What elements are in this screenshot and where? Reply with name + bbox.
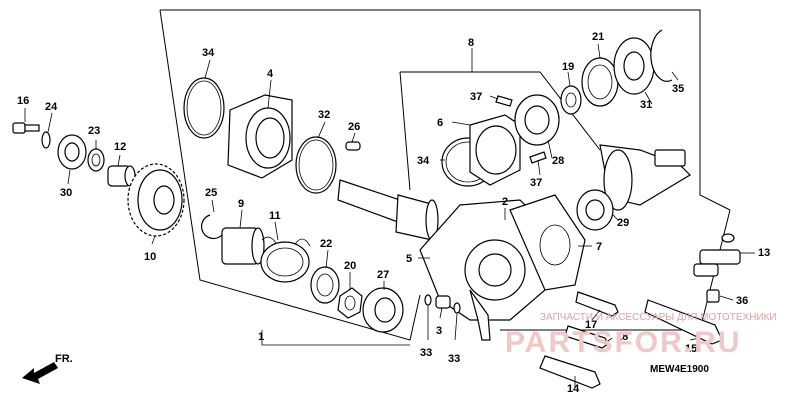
label-18: 18 [616,331,628,343]
label-31: 31 [640,99,652,111]
label-35: 35 [672,83,684,95]
label-3: 3 [436,325,442,337]
bearing-29 [576,189,614,231]
driven-gear-10 [127,163,185,237]
label-19: 19 [562,61,574,73]
label-9: 9 [238,198,244,210]
label-15: 15 [685,343,697,355]
gear-case-2 [419,199,551,341]
watermark: ЗАПЧАСТИ И АКСЕССУАРЫ ДЛЯ МОТОТЕХНИКИ PA… [505,312,777,359]
label-26: 26 [348,121,360,133]
label-24: 24 [45,101,58,113]
direction-label: FR. [55,353,73,365]
dowel-3 [435,295,451,309]
label-29: 29 [617,217,629,229]
o-ring-34-left [183,77,225,139]
label-4: 4 [267,68,274,80]
cam-9 [221,227,265,265]
bearing-holder-6 [469,114,521,186]
bearing-30 [57,134,87,170]
o-ring-32 [295,136,337,194]
label-20: 20 [344,260,356,272]
bolt-37-bottom [529,151,547,164]
label-12: 12 [114,141,126,153]
label-22: 22 [320,238,332,250]
cover-7 [509,194,586,291]
label-30: 30 [60,187,72,199]
label-11: 11 [269,210,281,222]
label-34-center: 34 [417,155,430,167]
oil-seal-23 [87,148,105,172]
lock-nut-19 [560,85,582,115]
label-36: 36 [736,295,748,307]
bearing-27 [362,287,404,333]
bolt-16 [12,122,40,134]
shim-21 [581,57,619,107]
label-10: 10 [144,251,156,263]
bolt-17 [575,291,619,317]
label-5: 5 [406,253,412,265]
bearing-28 [514,94,560,146]
needle-bearing-12 [107,165,136,187]
washer-24 [41,131,51,149]
washer-33-left [424,294,432,306]
bolt-37-top [495,95,513,107]
stud-15 [644,299,723,345]
label-13: 13 [758,247,770,259]
label-14: 14 [567,383,580,395]
lock-nut-20 [337,287,363,319]
label-2: 2 [502,196,508,208]
watermark-logo: PARTSFOR.RU [505,326,741,359]
needle-bearing-22 [310,266,340,304]
bolt-14 [539,355,601,389]
watermark-text: ЗАПЧАСТИ И АКСЕССУАРЫ ДЛЯ МОТОТЕХНИКИ [540,312,777,323]
label-16: 16 [17,95,29,107]
label-8: 8 [468,37,474,49]
bearing-holder-4 [227,94,293,179]
spring-11 [260,236,311,283]
label-37-bottom: 37 [530,177,542,189]
pin-26 [345,141,361,151]
ring-gear-shaft [599,144,691,211]
label-7: 7 [596,241,602,253]
label-28: 28 [552,155,564,167]
circlip-25 [201,214,223,239]
label-23: 23 [88,125,100,137]
diagram-code: MEW4E1900 [650,364,709,375]
label-33-left: 33 [420,347,432,359]
front-direction-arrow: FR. [22,353,73,384]
label-1: 1 [258,331,264,343]
drive-pinion-shaft [337,179,439,241]
bolt-18 [564,325,609,349]
part-labels: 16 24 23 12 30 10 34 4 32 26 25 9 11 22 … [17,31,770,395]
label-32: 32 [318,109,330,121]
label-37-top: 37 [470,91,482,103]
bolt-36 [706,289,720,303]
leader-lines [24,43,755,388]
label-17: 17 [585,319,597,331]
label-25: 25 [205,187,217,199]
label-33-right: 33 [448,353,460,365]
label-6: 6 [437,117,443,129]
bearing-31 [613,37,655,95]
joint-13 [693,233,741,277]
washer-33-right [453,302,461,314]
label-27: 27 [377,269,389,281]
label-34-left: 34 [202,47,215,59]
circlip-35 [650,29,673,82]
label-21: 21 [592,31,604,43]
